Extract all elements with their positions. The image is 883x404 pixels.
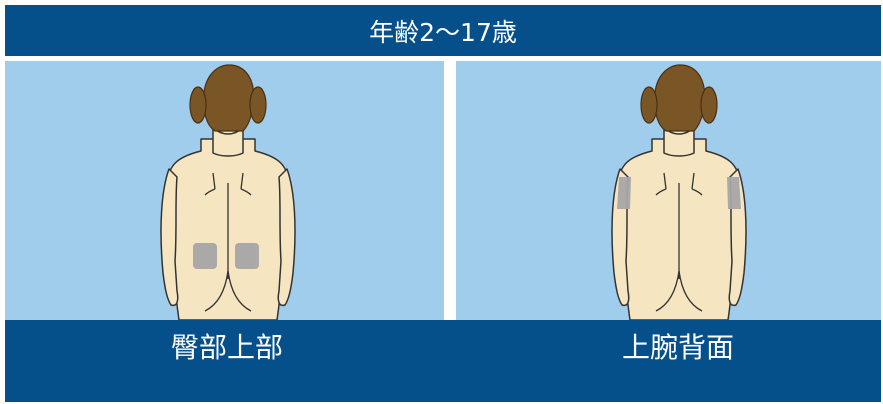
- neck: [663, 126, 695, 157]
- shoulder-blade-left: [204, 172, 216, 196]
- shoulder-blade-right: [240, 172, 252, 196]
- child-back-figure-upper-arm: [611, 64, 747, 320]
- injection-area-arm-right: [727, 177, 741, 209]
- buttock-line-left: [655, 270, 680, 312]
- buttock-line-right: [227, 270, 252, 312]
- caption-upper-arm: 上腕背面: [621, 331, 735, 364]
- child-back-figure-buttocks: [160, 64, 296, 320]
- panel-buttocks: [5, 61, 444, 320]
- injection-area-arm-left: [617, 177, 631, 209]
- caption-bar: 臀部上部 上腕背面: [5, 320, 881, 402]
- panel-upper-arm: [456, 61, 881, 320]
- caption-buttocks: 臀部上部: [170, 331, 284, 364]
- hair-pigtail-right: [249, 86, 267, 124]
- buttock-line-left: [204, 270, 229, 312]
- shoulder-blade-left: [655, 172, 667, 196]
- right-arm: [277, 168, 296, 307]
- left-arm: [160, 168, 179, 307]
- age-header-title: 年齢2〜17歳: [369, 17, 517, 47]
- buttock-line-right: [678, 270, 703, 312]
- injection-area-buttock-right: [235, 243, 259, 269]
- hair-pigtail-left: [640, 86, 658, 124]
- hair: [203, 64, 255, 132]
- hair: [654, 64, 706, 132]
- injection-area-buttock-left: [193, 243, 217, 269]
- shoulder-blade-right: [691, 172, 703, 196]
- age-header: 年齢2〜17歳: [5, 5, 881, 56]
- hair-pigtail-left: [189, 86, 207, 124]
- neck: [212, 126, 244, 157]
- hair-pigtail-right: [700, 86, 718, 124]
